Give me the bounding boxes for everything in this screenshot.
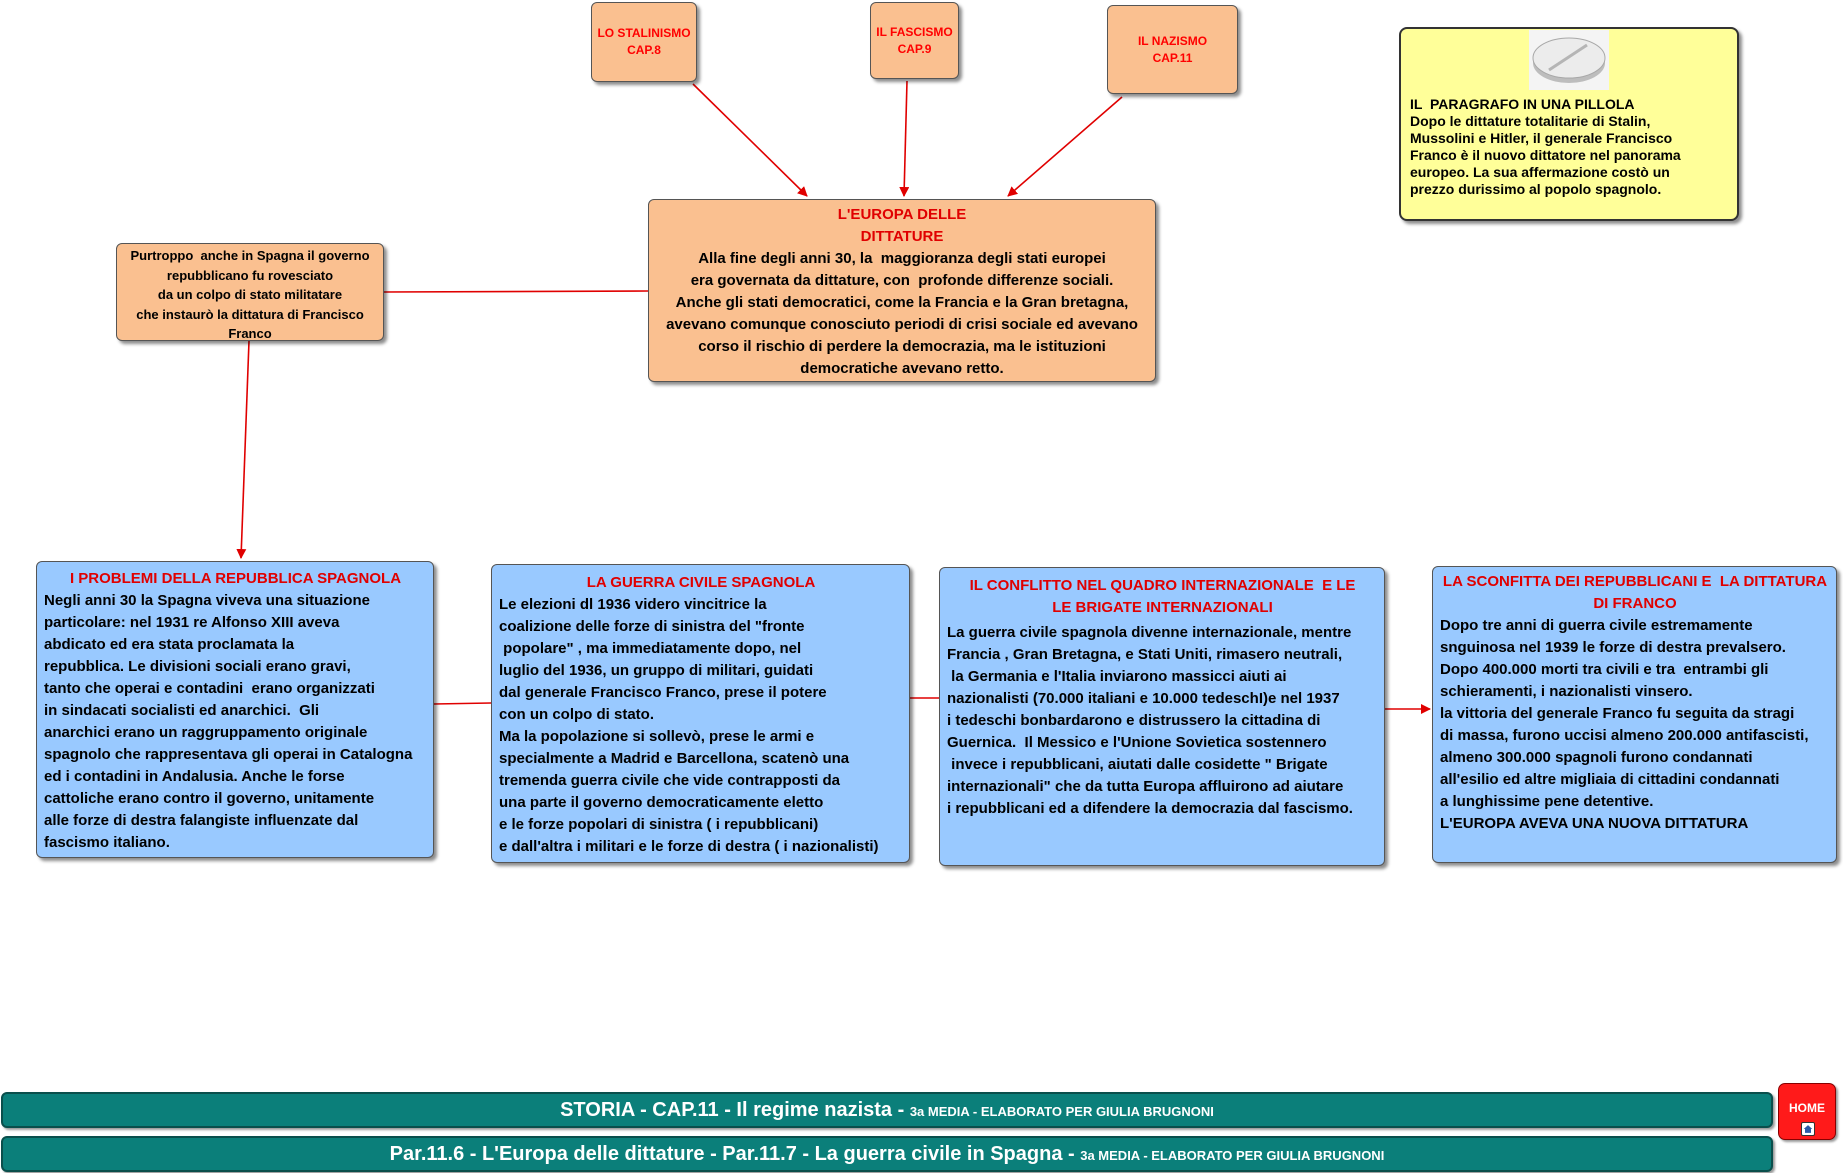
banner-paragraph-subtitle: 3a MEDIA - ELABORATO PER GIULIA BRUGNONI bbox=[1080, 1148, 1385, 1163]
spagna-golpe-line: Franco bbox=[228, 326, 272, 341]
pill-icon bbox=[1529, 30, 1609, 90]
pill-summary-line: prezzo durissimo al popolo spagnolo. bbox=[1410, 181, 1662, 197]
spagna-golpe-box[interactable]: Purtroppo anche in Spagna il governo rep… bbox=[116, 243, 384, 341]
problemi-repubblica-text: Negli anni 30 la Spagna viveva una situa… bbox=[44, 592, 413, 851]
box-nazismo-title: IL NAZISMO bbox=[1137, 33, 1208, 48]
conflitto-internazionale-title: IL CONFLITTO NEL QUADRO INTERNAZIONALE E… bbox=[969, 577, 1356, 616]
pill-summary-line: Franco è il nuovo dittatore nel panorama bbox=[1410, 147, 1681, 163]
guerra-civile-text: Le elezioni dl 1936 videro vincitrice la… bbox=[499, 596, 879, 855]
banner-chapter-title: STORIA - CAP.11 - Il regime nazista - bbox=[560, 1099, 910, 1121]
spagna-golpe-line: Purtroppo anche in Spagna il governo bbox=[130, 248, 370, 263]
box-stalinismo[interactable]: LO STALINISMO CAP.8 bbox=[591, 2, 697, 82]
box-fascismo-title: IL FASCISMO bbox=[876, 24, 953, 39]
europa-dittature-box[interactable]: L'EUROPA DELLE DITTATURE Alla fine degli… bbox=[648, 199, 1156, 382]
pill-summary-line: Mussolini e Hitler, il generale Francisc… bbox=[1410, 130, 1673, 146]
europa-dittature-text: Alla fine degli anni 30, la maggioranza … bbox=[666, 250, 1138, 377]
conflitto-internazionale-box[interactable]: IL CONFLITTO NEL QUADRO INTERNAZIONALE E… bbox=[939, 567, 1385, 866]
arrow-stalinismo-to-europa bbox=[692, 83, 808, 197]
pill-summary-box: IL PARAGRAFO IN UNA PILLOLA Dopo le ditt… bbox=[1399, 27, 1739, 221]
pill-summary-heading: IL PARAGRAFO IN UNA PILLOLA bbox=[1410, 96, 1635, 112]
banner-paragraph[interactable]: Par.11.6 - L'Europa delle dittature - Pa… bbox=[1, 1136, 1773, 1172]
box-fascismo[interactable]: IL FASCISMO CAP.9 bbox=[870, 2, 959, 79]
banner-paragraph-title: Par.11.6 - L'Europa delle dittature - Pa… bbox=[389, 1143, 1081, 1165]
guerra-civile-box[interactable]: LA GUERRA CIVILE SPAGNOLA Le elezioni dl… bbox=[491, 564, 910, 863]
box-nazismo[interactable]: IL NAZISMO CAP.11 bbox=[1107, 5, 1238, 94]
arrow-nazismo-to-europa bbox=[1007, 96, 1123, 197]
spagna-golpe-line: da un colpo di stato militatare bbox=[157, 287, 343, 302]
box-stalinismo-chapter: CAP.8 bbox=[627, 43, 661, 57]
banner-chapter-subtitle: 3a MEDIA - ELABORATO PER GIULIA BRUGNONI bbox=[909, 1104, 1214, 1119]
spagna-golpe-line: che instaurò la dittatura di Francisco bbox=[136, 306, 364, 322]
arrow-fascismo-to-europa bbox=[899, 80, 910, 197]
arrow-spagna-to-problemi bbox=[236, 340, 250, 559]
sconfitta-repubblicani-title: LA SCONFITTA DEI REPUBBLICANI E LA DITTA… bbox=[1442, 573, 1828, 612]
home-button-label: HOME bbox=[1789, 1101, 1825, 1115]
box-nazismo-chapter: CAP.11 bbox=[1152, 50, 1193, 65]
problemi-repubblica-box[interactable]: I PROBLEMI DELLA REPUBBLICA SPAGNOLA Neg… bbox=[36, 561, 434, 858]
box-fascismo-chapter: CAP.9 bbox=[897, 41, 932, 56]
spagna-golpe-line: repubblicano fu rovesciato bbox=[166, 267, 334, 283]
banner-chapter[interactable]: STORIA - CAP.11 - Il regime nazista - 3a… bbox=[1, 1092, 1773, 1128]
guerra-civile-title: LA GUERRA CIVILE SPAGNOLA bbox=[586, 574, 816, 591]
europa-dittature-title: L'EUROPA DELLE DITTATURE bbox=[837, 206, 967, 245]
sconfitta-repubblicani-text: Dopo tre anni di guerra civile estremame… bbox=[1440, 617, 1809, 832]
pill-summary-line: Dopo le dittature totalitarie di Stalin, bbox=[1410, 113, 1651, 129]
line-problemi-to-guerra bbox=[433, 702, 492, 705]
conflitto-internazionale-text: La guerra civile spagnola divenne intern… bbox=[947, 624, 1353, 817]
pill-summary-line: europeo. La sua affermazione costò un bbox=[1410, 164, 1670, 180]
home-icon bbox=[1801, 1122, 1815, 1136]
line-spagna-to-europa bbox=[383, 290, 649, 293]
home-button[interactable]: HOME bbox=[1778, 1083, 1836, 1140]
box-stalinismo-title: LO STALINISMO bbox=[597, 26, 691, 41]
problemi-repubblica-title: I PROBLEMI DELLA REPUBBLICA SPAGNOLA bbox=[69, 570, 402, 587]
sconfitta-repubblicani-box[interactable]: LA SCONFITTA DEI REPUBBLICANI E LA DITTA… bbox=[1432, 566, 1837, 863]
